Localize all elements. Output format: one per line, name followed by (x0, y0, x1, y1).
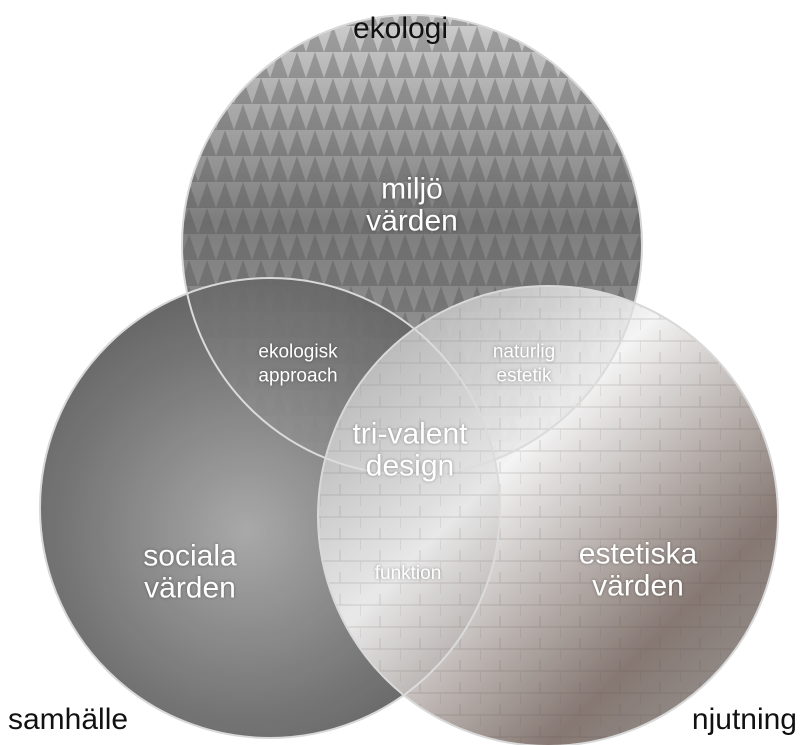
center-label: tri-valent design (352, 419, 467, 482)
aesthetic-region-line: estetiska (579, 539, 697, 571)
aesthetic-region-line: värden (579, 570, 697, 602)
left-label: samhälle (8, 703, 128, 737)
ecology-region-line: värden (366, 205, 458, 237)
social-aesthetic-label: funktion (375, 562, 442, 586)
ecology-region-label: miljö värden (366, 174, 458, 237)
center-line: tri-valent (352, 419, 467, 451)
social-region-line: värden (143, 572, 236, 604)
eco-aesthetic-line: estetik (493, 364, 555, 388)
social-aesthetic-line: funktion (375, 562, 442, 586)
aesthetic-region-label: estetiska värden (579, 539, 697, 602)
eco-aesthetic-label: naturlig estetik (493, 340, 555, 388)
eco-social-label: ekologisk approach (258, 340, 337, 388)
top-label: ekologi (0, 12, 801, 46)
eco-aesthetic-line: naturlig (493, 340, 555, 364)
social-region-label: sociala värden (143, 541, 236, 604)
right-label: njutning (692, 703, 797, 737)
eco-social-line: approach (258, 364, 337, 388)
ecology-region-line: miljö (366, 174, 458, 206)
social-region-line: sociala (143, 541, 236, 573)
eco-social-line: ekologisk (258, 340, 337, 364)
center-line: design (352, 450, 467, 482)
